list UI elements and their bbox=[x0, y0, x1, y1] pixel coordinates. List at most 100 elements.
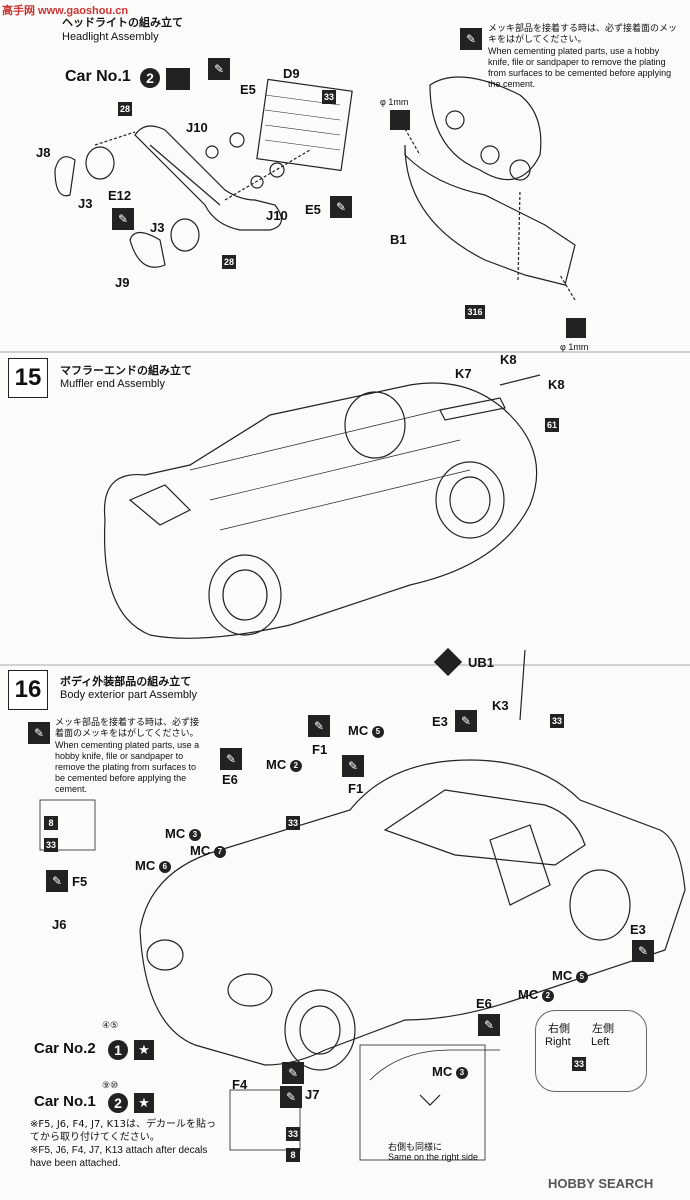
cement-icon: ✎ bbox=[330, 196, 352, 218]
mc-label: MC 7 bbox=[190, 843, 226, 858]
part-E3-b: E3 bbox=[630, 922, 646, 937]
step14-car-number: 2 bbox=[140, 68, 160, 88]
mc-label: MC 3 bbox=[165, 826, 201, 841]
mc-text: MC bbox=[135, 858, 156, 873]
cement-icon: ✎ bbox=[280, 1086, 302, 1108]
mc-number: 5 bbox=[575, 970, 588, 983]
mc-number: 3 bbox=[455, 1066, 468, 1079]
mc-label: MC 5 bbox=[348, 723, 384, 738]
mc-number: 7 bbox=[213, 845, 226, 858]
left-side-jp: 左側 bbox=[592, 1022, 614, 1035]
step15-title-en: Muffler end Assembly bbox=[60, 378, 165, 390]
mc-number: 2 bbox=[541, 989, 554, 1002]
step15-number: 15 bbox=[8, 358, 48, 398]
paint-badge: 8 bbox=[286, 1148, 300, 1162]
mc-text: MC bbox=[552, 968, 573, 983]
part-E3: E3 bbox=[432, 714, 448, 729]
mc-label: MC 5 bbox=[552, 968, 588, 983]
cement-icon: ✎ bbox=[478, 1014, 500, 1036]
mc-label: MC 3 bbox=[432, 1064, 468, 1079]
right-side-jp: 右側 bbox=[548, 1022, 570, 1035]
cement-icon: ✎ bbox=[46, 870, 68, 892]
star-icon: ★ bbox=[134, 1093, 154, 1113]
paint-badge: 28 bbox=[222, 255, 236, 269]
step15-title-jp: マフラーエンドの組み立て bbox=[60, 364, 192, 377]
cement-icon: ✎ bbox=[220, 748, 242, 770]
cement-icon: ✎ bbox=[342, 755, 364, 777]
decal-note-en: ※F5, J6, F4, J7, K13 attach after decals… bbox=[30, 1145, 208, 1169]
car1-label: Car No.1 bbox=[34, 1093, 96, 1110]
part-F4: F4 bbox=[232, 1077, 248, 1092]
step14-note-en: When cementing plated parts, use a hobby… bbox=[488, 46, 672, 89]
car2-decals: ④⑤ bbox=[102, 1020, 119, 1030]
paint-badge: 316 bbox=[465, 305, 485, 319]
mc-label: MC 2 bbox=[266, 757, 302, 772]
part-J3-b: J3 bbox=[150, 220, 165, 235]
step14-note-jp: メッキ部品を接着する時は、必ず接着面のメッキをはがしてください。 bbox=[488, 24, 678, 45]
mc-text: MC bbox=[266, 757, 287, 772]
mc-text: MC bbox=[518, 987, 539, 1002]
step16-note-en: When cementing plated parts, use a hobby… bbox=[55, 740, 200, 794]
paint-badge: 33 bbox=[550, 714, 564, 728]
mc-number: 3 bbox=[188, 828, 201, 841]
decal-note-jp: ※F5, J6, F4, J7, K13は、デカールを貼ってから取り付けてくださ… bbox=[30, 1119, 216, 1143]
part-J10: J10 bbox=[186, 120, 208, 135]
step16-title-jp: ボディ外装部品の組み立て bbox=[60, 675, 192, 688]
cement-icon: ✎ bbox=[460, 28, 482, 50]
paint-badge: 33 bbox=[322, 90, 336, 104]
paint-badge: 8 bbox=[44, 816, 58, 830]
cement-icon: ✎ bbox=[112, 208, 134, 230]
part-J8: J8 bbox=[36, 145, 51, 160]
step14-car-label: Car No.1 bbox=[65, 68, 131, 85]
part-E6: E6 bbox=[222, 772, 238, 787]
part-D9: D9 bbox=[283, 66, 300, 81]
star-icon: ★ bbox=[134, 1040, 154, 1060]
drill-diameter: φ 1mm bbox=[560, 342, 589, 352]
mc-number: 2 bbox=[289, 759, 302, 772]
cement-icon: ✎ bbox=[28, 722, 50, 744]
part-J7: J7 bbox=[305, 1087, 320, 1102]
drill-icon bbox=[566, 318, 586, 338]
cement-icon: ✎ bbox=[208, 58, 230, 80]
decal-icon bbox=[166, 68, 190, 90]
part-F1: F1 bbox=[312, 742, 328, 757]
side-callout bbox=[535, 1010, 647, 1092]
left-side-en: Left bbox=[591, 1036, 610, 1048]
cement-icon: ✎ bbox=[632, 940, 654, 962]
part-J6: J6 bbox=[52, 917, 67, 932]
part-J3: J3 bbox=[78, 196, 93, 211]
paint-badge: 33 bbox=[286, 816, 300, 830]
footer-brand: HOBBY SEARCH bbox=[548, 1176, 654, 1191]
step14-title-jp: ヘッドライトの組み立て bbox=[62, 16, 183, 29]
part-K8: K8 bbox=[500, 352, 517, 367]
paint-badge: 61 bbox=[545, 418, 559, 432]
part-F5: F5 bbox=[72, 874, 88, 889]
part-F1-b: F1 bbox=[348, 781, 364, 796]
part-E12: E12 bbox=[108, 188, 132, 203]
mc-text: MC bbox=[165, 826, 186, 841]
part-B1: B1 bbox=[390, 232, 407, 247]
site-watermark: 高手网 www.gaoshou.cn bbox=[2, 5, 129, 17]
step14-title-en: Headlight Assembly bbox=[62, 31, 159, 43]
cement-icon: ✎ bbox=[455, 710, 477, 732]
paint-badge: 33 bbox=[44, 838, 58, 852]
part-K3: K3 bbox=[492, 698, 509, 713]
same-right-en: Same on the right side bbox=[388, 1152, 479, 1162]
part-K8-b: K8 bbox=[548, 377, 565, 392]
part-E6-b: E6 bbox=[476, 996, 492, 1011]
cement-icon: ✎ bbox=[282, 1062, 304, 1084]
car1-number: 2 bbox=[108, 1093, 128, 1113]
paint-badge: 33 bbox=[572, 1057, 586, 1071]
mc-label: MC 2 bbox=[518, 987, 554, 1002]
step16-number: 16 bbox=[8, 670, 48, 710]
drill-diameter: φ 1mm bbox=[380, 97, 409, 107]
mc-number: 6 bbox=[158, 860, 171, 873]
paint-badge: 28 bbox=[118, 102, 132, 116]
part-J9: J9 bbox=[115, 275, 130, 290]
cement-icon: ✎ bbox=[308, 715, 330, 737]
mc-label: MC 6 bbox=[135, 858, 171, 873]
paint-badge: 33 bbox=[286, 1127, 300, 1141]
part-E5-b: E5 bbox=[305, 202, 321, 217]
drill-icon bbox=[390, 110, 410, 130]
